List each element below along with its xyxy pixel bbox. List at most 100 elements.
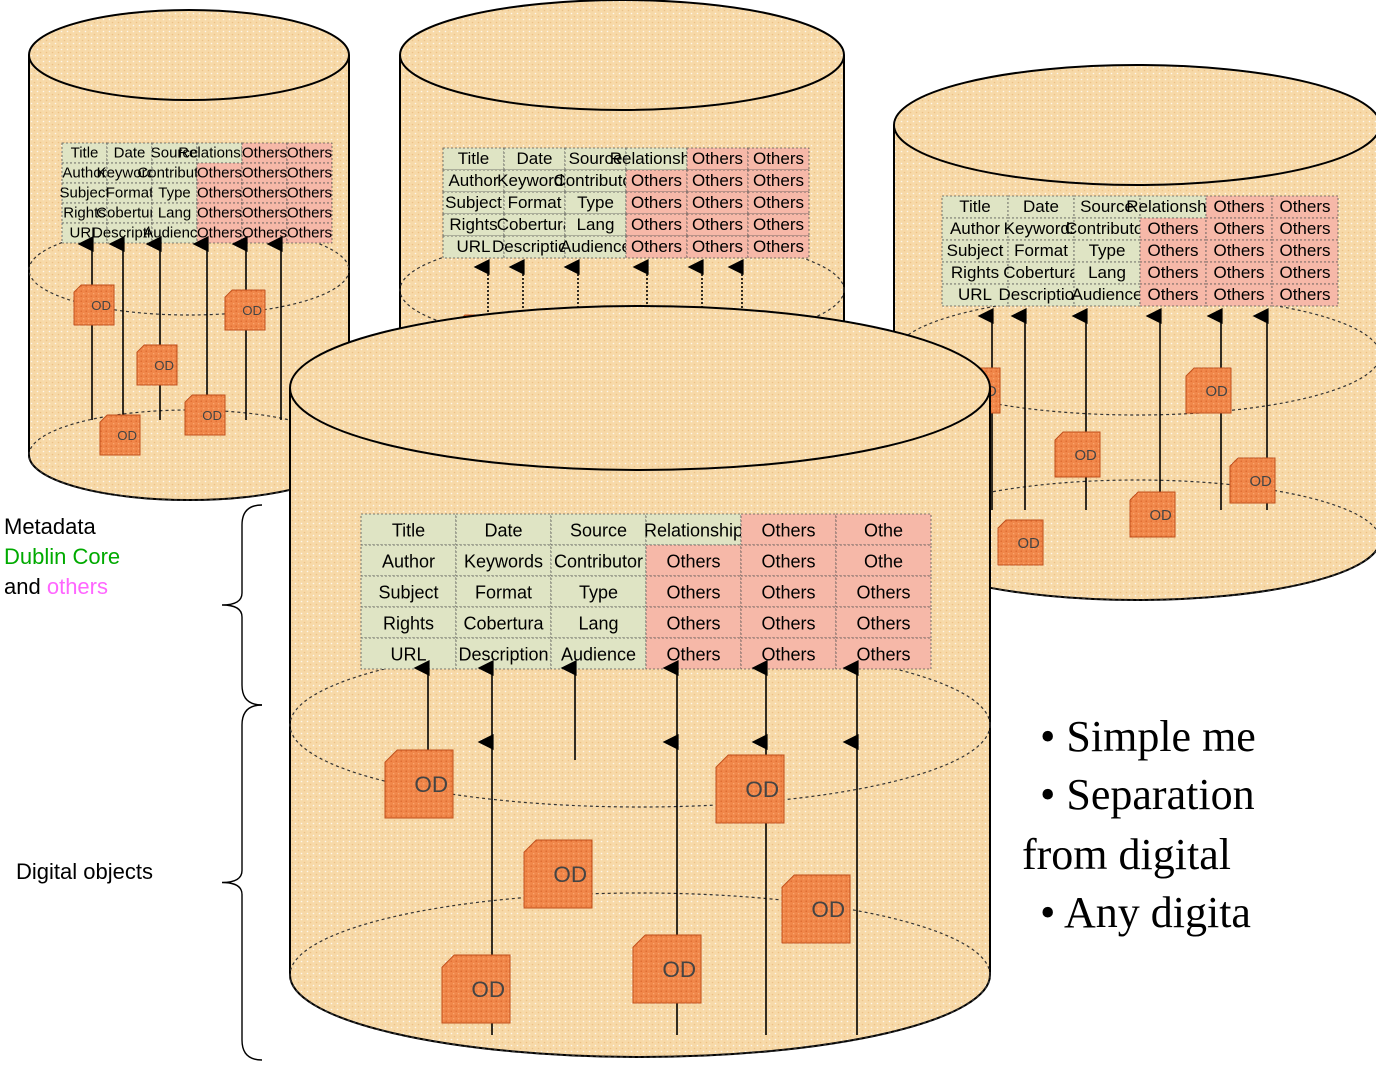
table-cell-text: Others xyxy=(197,224,242,241)
table-cell-text: Relationship xyxy=(610,149,704,168)
digital-object-icon xyxy=(523,839,593,909)
table-cell xyxy=(61,222,108,244)
table-cell-text: Type xyxy=(577,193,614,212)
table-cell-text: Lang xyxy=(1088,263,1126,282)
table-cell-text: Audience xyxy=(1072,285,1143,304)
digital-object-icon xyxy=(1129,491,1176,538)
table-cell xyxy=(455,544,552,577)
table-cell-text: URL xyxy=(390,644,426,664)
table-cell xyxy=(61,142,108,164)
table-cell-text: Contributor xyxy=(137,164,211,181)
table-cell xyxy=(455,513,552,546)
table-cell-text: Cobertura xyxy=(96,204,163,221)
repository-left-top xyxy=(28,9,350,101)
table-cell-text: Description xyxy=(998,285,1083,304)
table-cell xyxy=(747,235,810,259)
brace-digital-objects xyxy=(221,704,263,1061)
table-cell-text: Others xyxy=(197,164,242,181)
digital-object: OD xyxy=(441,954,511,1024)
digital-object-label: OD xyxy=(117,428,137,443)
bullet-1: • Simple me xyxy=(1040,712,1256,761)
digital-object-icon xyxy=(781,874,851,944)
table-cell-text: Contributor xyxy=(553,171,637,190)
table-cell-text: Others xyxy=(692,237,743,256)
repository-main-top xyxy=(289,305,991,471)
table-cell-text: Relationship xyxy=(178,144,261,161)
table-cell xyxy=(645,513,742,546)
table-cell xyxy=(360,606,457,639)
digital-object-label: OD xyxy=(1149,508,1172,524)
digital-object-icon xyxy=(632,934,702,1004)
table-cell-text: Others xyxy=(1147,285,1198,304)
table-cell xyxy=(151,222,198,244)
table-cell-text: Contributor xyxy=(554,551,643,571)
table-cell xyxy=(286,182,333,204)
table-cell-text: Author xyxy=(382,551,435,571)
table-cell-text: Others xyxy=(761,644,815,664)
table-cell-text: Lang xyxy=(578,613,618,633)
digital-object-label: OD xyxy=(662,957,696,982)
table-cell-text: Others xyxy=(1213,285,1264,304)
digital-object: OD xyxy=(1054,431,1101,478)
table-cell-text: Others xyxy=(753,171,804,190)
table-cell-text: Others xyxy=(856,613,910,633)
table-cell-text: Author xyxy=(62,164,106,181)
table-cell-text: Othe xyxy=(864,551,903,571)
digital-object-icon xyxy=(136,344,178,386)
table-cell-text: Others xyxy=(856,582,910,602)
table-cell-text: Format xyxy=(508,193,562,212)
table-cell xyxy=(835,575,932,608)
table-cell-text: Others xyxy=(1279,219,1330,238)
table-cell-text: Others xyxy=(1279,285,1330,304)
digital-object-icon xyxy=(997,519,1044,566)
table-cell-text: Others xyxy=(197,204,242,221)
table-cell-text: Source xyxy=(569,149,623,168)
table-cell-text: Cobertura xyxy=(497,215,573,234)
table-cell xyxy=(106,162,153,184)
digital-object-icon xyxy=(224,289,266,331)
table-cell-text: Others xyxy=(242,224,287,241)
table-cell xyxy=(360,637,457,670)
table-cell-text: Others xyxy=(761,613,815,633)
digital-object-label: OD xyxy=(1205,384,1228,400)
digital-object-label: OD xyxy=(811,897,845,922)
digital-object-icon xyxy=(441,954,511,1024)
digital-object-label: OD xyxy=(471,977,505,1002)
table-cell-text: Others xyxy=(692,171,743,190)
table-cell xyxy=(196,202,243,224)
and-text: and xyxy=(4,574,41,599)
table-cell-text: Others xyxy=(287,144,332,161)
digital-object-icon xyxy=(384,749,454,819)
digital-object: OD xyxy=(136,344,178,386)
dublin-core-label: Dublin Core xyxy=(4,544,121,569)
table-cell-text: Rights xyxy=(951,263,999,282)
digital-object-icon xyxy=(1229,457,1276,504)
digital-object-label: OD xyxy=(242,303,262,318)
table-cell xyxy=(645,637,742,670)
table-cell-text: Date xyxy=(484,520,522,540)
table-cell-text: Others xyxy=(761,520,815,540)
table-cell xyxy=(61,162,108,184)
table-cell-text: Type xyxy=(1089,241,1126,260)
table-cell-text: Others xyxy=(197,184,242,201)
digital-object-label: OD xyxy=(414,772,448,797)
table-cell-text: Rights xyxy=(449,215,497,234)
table-cell-text: Others xyxy=(753,149,804,168)
table-cell xyxy=(196,182,243,204)
table-cell-text: Others xyxy=(1147,219,1198,238)
table-cell-text: Lang xyxy=(158,204,191,221)
table-cell xyxy=(241,162,288,184)
digital-object: OD xyxy=(523,839,593,909)
table-cell xyxy=(106,142,153,164)
table-cell-text: Relationship xyxy=(1126,197,1220,216)
table-cell-text: Others xyxy=(242,164,287,181)
bullet-2-continued: from digital xyxy=(1022,830,1231,879)
table-cell xyxy=(151,142,198,164)
legend-label: Metadata Dublin Core and others xyxy=(4,512,120,602)
table-cell-text: Keywords xyxy=(464,551,543,571)
table-cell-text: Others xyxy=(753,215,804,234)
table-cell xyxy=(455,637,552,670)
table-cell xyxy=(1271,283,1339,307)
